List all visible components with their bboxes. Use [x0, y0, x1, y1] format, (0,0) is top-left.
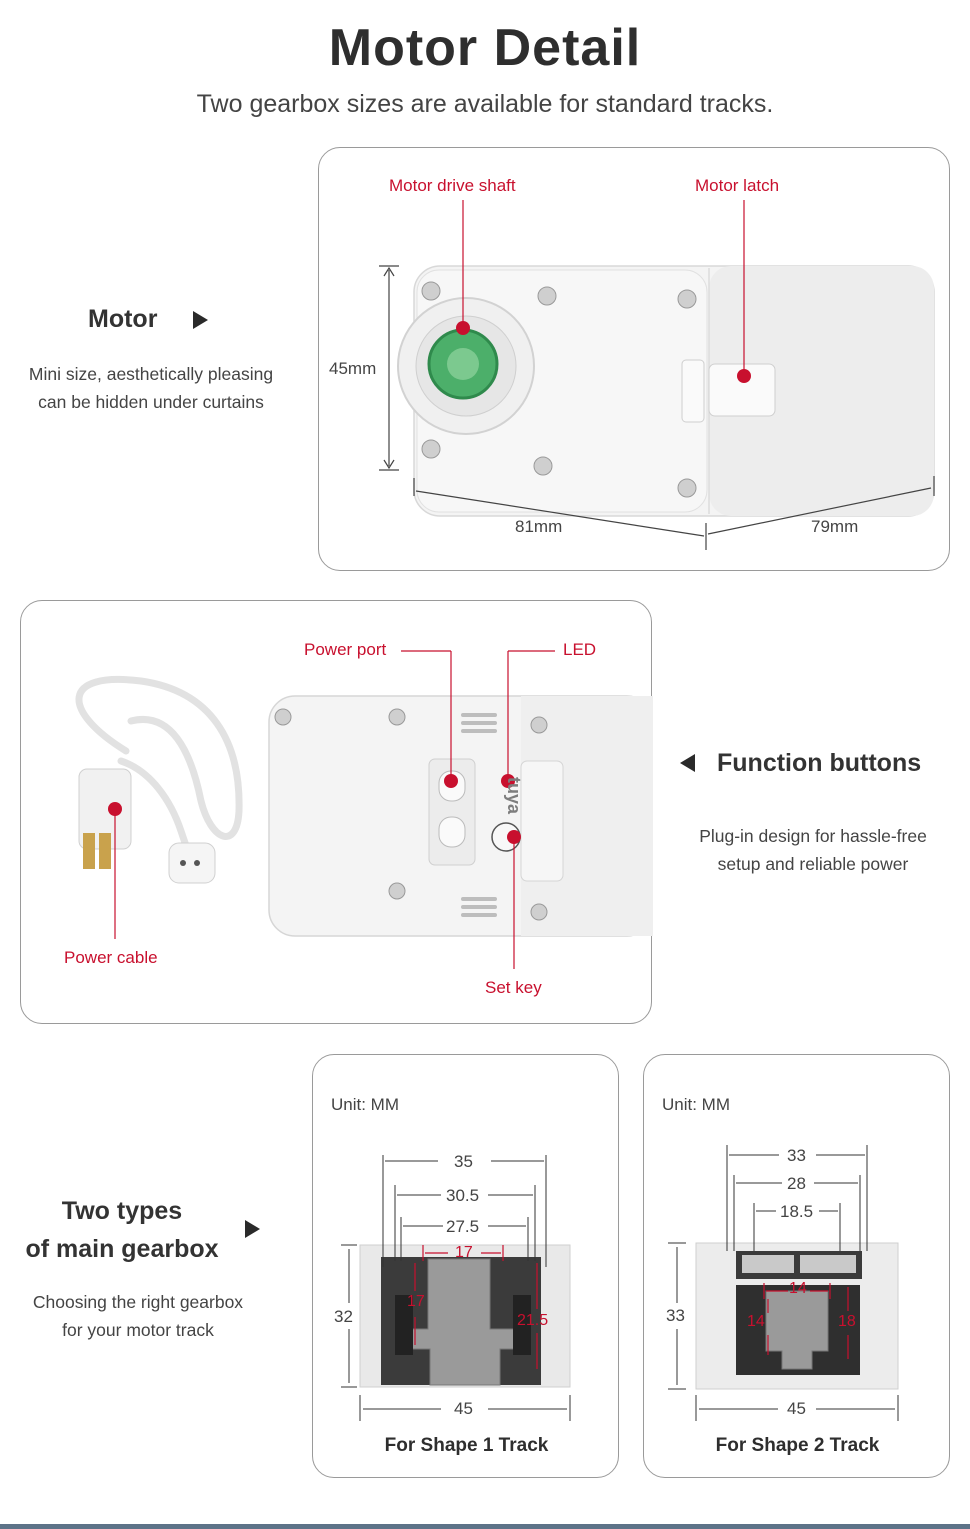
shape1-width-17: 17 — [455, 1244, 473, 1261]
function-description: Plug-in design for hassle-free setup and… — [699, 826, 927, 874]
motor-heading: Motor — [88, 305, 158, 333]
shape2-inner-left: 14 — [747, 1313, 765, 1330]
shape1-height: 32 — [334, 1307, 353, 1326]
shape2-width-33: 33 — [787, 1146, 806, 1165]
bottom-bar — [0, 1524, 970, 1529]
label-set-key: Set key — [485, 978, 542, 997]
label-led: LED — [563, 640, 597, 659]
motor-card: Motor drive shaft Motor latch 45mm 81mm … — [318, 147, 950, 571]
arrow-left-icon — [680, 754, 695, 777]
shape1-card: Unit: MM 35 30.5 27.5 17 32 17 21.5 45 F… — [312, 1054, 619, 1478]
shape2-bottom: 45 — [787, 1399, 806, 1418]
dim-height: 45mm — [329, 359, 377, 378]
shape1-bottom: 45 — [454, 1399, 473, 1418]
shape1-caption: For Shape 1 Track — [384, 1435, 549, 1456]
shape2-width-18-5: 18.5 — [780, 1202, 814, 1221]
dim-depth: 79mm — [811, 517, 859, 536]
shape1-inner-right: 21.5 — [517, 1312, 549, 1329]
page-subtitle: Two gearbox sizes are available for stan… — [196, 90, 774, 118]
gearbox-description: Choosing the right gearbox for your moto… — [32, 1292, 244, 1340]
arrow-right-icon — [193, 311, 208, 334]
shape1-width-30-5: 30.5 — [446, 1186, 480, 1205]
shape1-inner-left: 17 — [407, 1293, 425, 1310]
gearbox-heading: Two types of main gearbox — [25, 1197, 219, 1263]
shape1-width-35: 35 — [454, 1152, 473, 1171]
shape2-diagram — [668, 1145, 899, 1421]
motor-illustration — [379, 200, 935, 550]
shape2-width-14: 14 — [789, 1280, 807, 1297]
shape2-height: 33 — [666, 1306, 685, 1325]
label-drive-shaft: Motor drive shaft — [389, 176, 516, 195]
shape1-diagram — [341, 1155, 571, 1421]
shape2-unit: Unit: MM — [662, 1095, 730, 1114]
shape2-card: Unit: MM 33 28 18.5 14 33 14 18 45 For S… — [643, 1054, 950, 1478]
page-title: Motor Detail — [328, 19, 642, 77]
label-power-cable: Power cable — [64, 948, 158, 967]
function-heading: Function buttons — [717, 749, 922, 777]
function-card: tuya Power port LED Power cable Set key — [20, 600, 654, 1024]
arrow-right-icon — [245, 1220, 260, 1243]
shape1-width-27-5: 27.5 — [446, 1217, 480, 1236]
shape2-inner-right: 18 — [838, 1313, 856, 1330]
label-power-port: Power port — [304, 640, 387, 659]
shape2-caption: For Shape 2 Track — [715, 1435, 880, 1456]
shape1-unit: Unit: MM — [331, 1095, 399, 1114]
function-illustration — [75, 650, 654, 969]
brand-mark: tuya — [504, 777, 524, 815]
label-motor-latch: Motor latch — [695, 176, 780, 195]
dim-width: 81mm — [515, 517, 563, 536]
shape2-width-28: 28 — [787, 1174, 806, 1193]
motor-description: Mini size, aesthetically pleasing can be… — [28, 364, 274, 412]
